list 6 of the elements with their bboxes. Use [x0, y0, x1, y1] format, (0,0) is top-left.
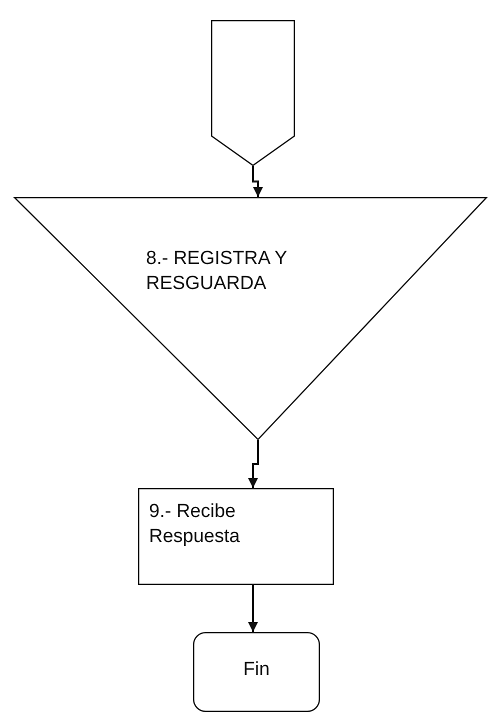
node-label: Fin — [242, 658, 271, 682]
arrow — [248, 440, 259, 488]
node-label: 8.- REGISTRA Y RESGUARDA — [146, 247, 288, 296]
arrow — [248, 585, 258, 632]
arrow — [252, 166, 263, 197]
node-label: 9.- Recibe Respuesta — [149, 500, 241, 549]
